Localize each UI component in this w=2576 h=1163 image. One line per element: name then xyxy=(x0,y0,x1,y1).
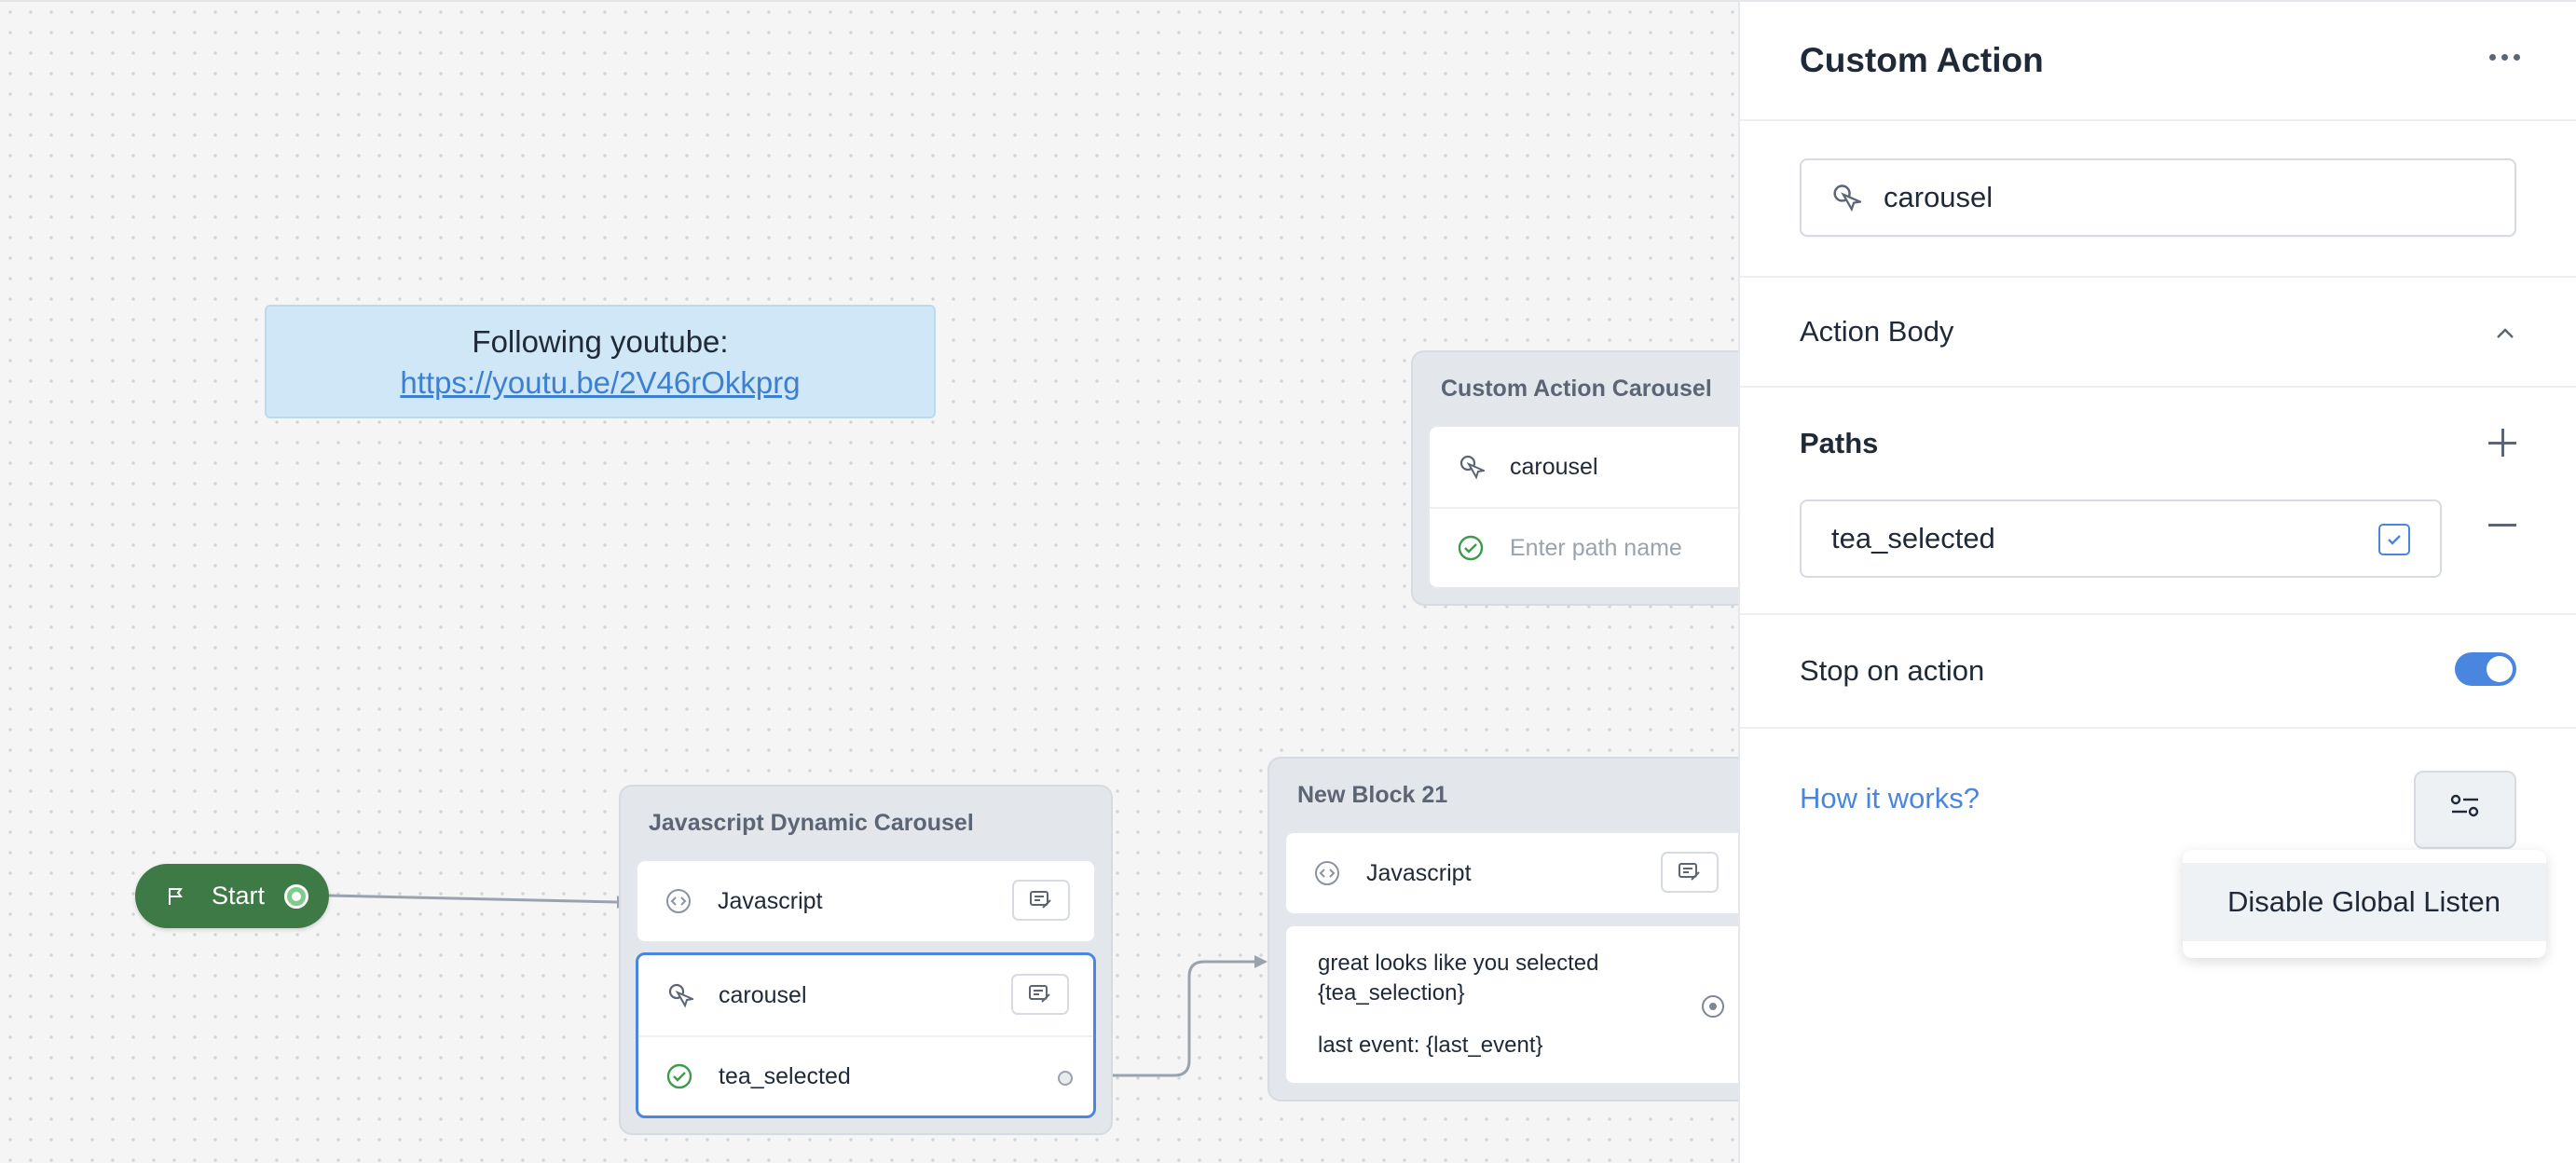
edit-icon[interactable] xyxy=(1011,974,1069,1015)
javascript-step[interactable]: Javascript xyxy=(1284,831,1738,915)
chevron-up-icon[interactable] xyxy=(2494,315,2516,349)
action-body-label: Action Body xyxy=(1800,315,1954,348)
plus-icon[interactable] xyxy=(2488,429,2516,457)
path-input[interactable]: tea_selected xyxy=(1800,499,2442,578)
note-text: Following youtube: xyxy=(472,324,729,359)
custom-action-step[interactable]: carousel Enter path name xyxy=(1428,425,1738,589)
pointer-icon xyxy=(1829,181,1863,214)
connector-arrow-2 xyxy=(1254,955,1267,968)
stop-on-action-label: Stop on action xyxy=(1800,654,1985,687)
custom-action-panel: Custom Action carousel Action Body Paths… xyxy=(1738,0,2576,1163)
text-line: last event: {last_event} xyxy=(1318,1033,1543,1058)
start-label: Start xyxy=(212,882,266,910)
minus-icon[interactable] xyxy=(2488,524,2516,527)
checkbox-icon[interactable] xyxy=(2378,524,2410,555)
action-name-value: carousel xyxy=(1884,181,1994,213)
panel-title: Custom Action xyxy=(1800,41,2044,79)
start-port[interactable] xyxy=(284,884,308,909)
javascript-step[interactable]: Javascript xyxy=(636,859,1096,943)
block-title: New Block 21 xyxy=(1297,781,1448,808)
block-title: Javascript Dynamic Carousel xyxy=(649,809,974,836)
edit-icon[interactable] xyxy=(1661,852,1719,893)
path-name-input[interactable]: Enter path name xyxy=(1510,534,1682,561)
action-name-input[interactable]: carousel xyxy=(1800,158,2516,237)
connector-path-to-new-block xyxy=(1089,960,1256,1077)
text-step[interactable]: great looks like you selected {tea_selec… xyxy=(1284,924,1738,1085)
global-listen-menu: Disable Global Listen xyxy=(2183,850,2546,958)
start-node[interactable]: Start xyxy=(135,864,329,928)
step-label: Javascript xyxy=(718,887,823,914)
path-value: tea_selected xyxy=(1831,522,1995,554)
text-line: {tea_selection} xyxy=(1318,980,1465,1006)
edit-icon[interactable] xyxy=(1012,880,1070,921)
check-circle-icon xyxy=(1456,533,1486,563)
block-new-block-21[interactable]: New Block 21 Javascript great looks like… xyxy=(1267,757,1738,1101)
code-icon xyxy=(664,886,693,916)
stop-on-action-section: Stop on action xyxy=(1740,615,2576,729)
pointer-icon xyxy=(1456,452,1486,482)
code-icon xyxy=(1312,858,1342,888)
paths-label: Paths xyxy=(1800,427,1879,459)
more-icon[interactable] xyxy=(2489,54,2520,61)
note-card[interactable]: Following youtube: https://youtu.be/2V46… xyxy=(265,305,936,418)
filter-settings-icon xyxy=(2449,793,2481,827)
text-line: great looks like you selected xyxy=(1318,951,1599,976)
panel-header: Custom Action xyxy=(1740,2,2576,121)
block-custom-action-carousel[interactable]: Custom Action Carousel carousel Enter pa… xyxy=(1411,350,1738,606)
block-javascript-dynamic-carousel[interactable]: Javascript Dynamic Carousel Javascript c… xyxy=(619,785,1113,1135)
target-port[interactable] xyxy=(1702,995,1724,1018)
connector-start-to-js-carousel xyxy=(328,894,618,904)
path-port[interactable] xyxy=(1058,1071,1073,1086)
stop-on-action-toggle[interactable] xyxy=(2455,652,2516,686)
carousel-step[interactable]: carousel tea_selected xyxy=(636,952,1096,1118)
global-listen-button[interactable] xyxy=(2414,771,2516,849)
step-label: carousel xyxy=(1510,453,1598,480)
flow-canvas[interactable]: Following youtube: https://youtu.be/2V46… xyxy=(0,0,1738,1163)
path-label: tea_selected xyxy=(719,1062,851,1089)
action-body-section[interactable]: Action Body xyxy=(1740,278,2576,388)
note-link[interactable]: https://youtu.be/2V46rOkkprg xyxy=(400,365,801,400)
pointer-icon xyxy=(665,980,694,1010)
how-it-works-row: How it works? xyxy=(1740,729,2576,869)
paths-section: Paths tea_selected xyxy=(1740,388,2576,615)
how-it-works-link[interactable]: How it works? xyxy=(1800,782,1980,814)
step-label: Javascript xyxy=(1366,859,1472,886)
action-name-section: carousel xyxy=(1740,158,2576,278)
check-circle-icon xyxy=(665,1061,694,1091)
block-title: Custom Action Carousel xyxy=(1441,375,1712,402)
menu-item-disable-global-listen[interactable]: Disable Global Listen xyxy=(2183,863,2546,941)
flag-icon xyxy=(165,884,189,909)
step-label: carousel xyxy=(719,981,807,1008)
